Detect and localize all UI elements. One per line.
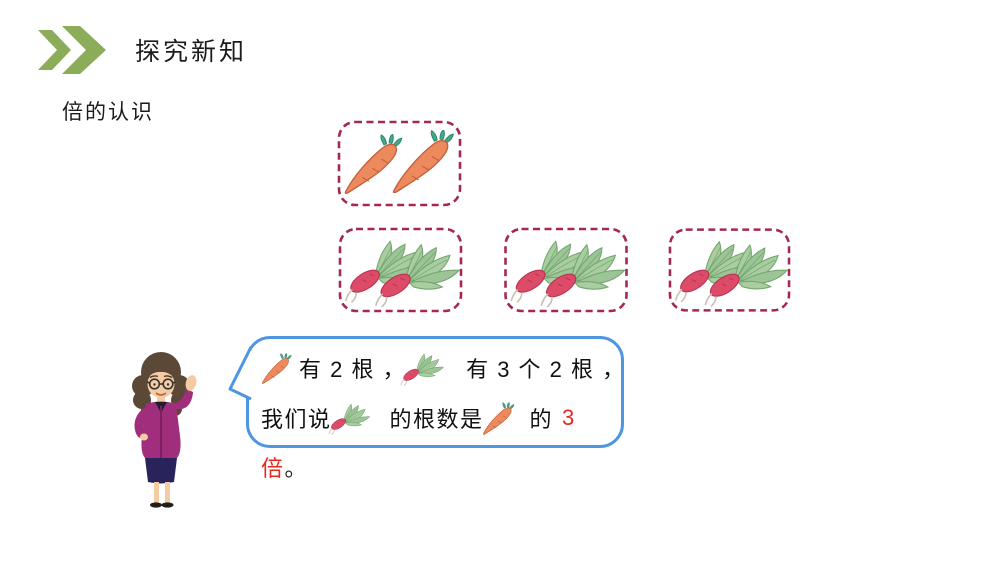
speech-punctuation: 。 [284,456,309,481]
speech-text: 的根数是 [389,407,484,432]
radish-group-box-3 [668,228,791,312]
speech-text: 有 2 根 ， [299,357,407,382]
speech-bubble: 有 2 根 ， 有 3 个 2 根 ， 我们说 的根数是 的 3 倍。 [228,336,626,481]
page-title: 探究新知 [135,38,248,66]
speech-bubble-tail [228,346,252,401]
chevrons-icon [38,26,106,74]
radish-icon [398,350,448,387]
lesson-subtitle: 倍的认识 [62,101,154,124]
speech-text: 的 [529,407,554,432]
radish-group-box-2 [504,227,628,313]
speech-line-2: 我们说 的根数是 的 3 [261,397,576,439]
carrot-icon [261,350,295,387]
carrot-icon [482,399,518,438]
highlight-word: 倍 [261,456,285,481]
multiplier-value: 3 [562,405,576,430]
radish-icon [326,400,374,436]
speech-text: 我们说 [261,407,332,432]
speech-line-1: 有 2 根 ， 有 3 个 2 根 ， [261,347,626,389]
teacher-illustration [106,346,218,510]
carrot-group-box [337,120,462,207]
speech-line-3: 倍。 [261,451,308,481]
speech-text: 有 3 个 2 根 ， [466,357,626,382]
radish-group-box-1 [338,227,463,313]
